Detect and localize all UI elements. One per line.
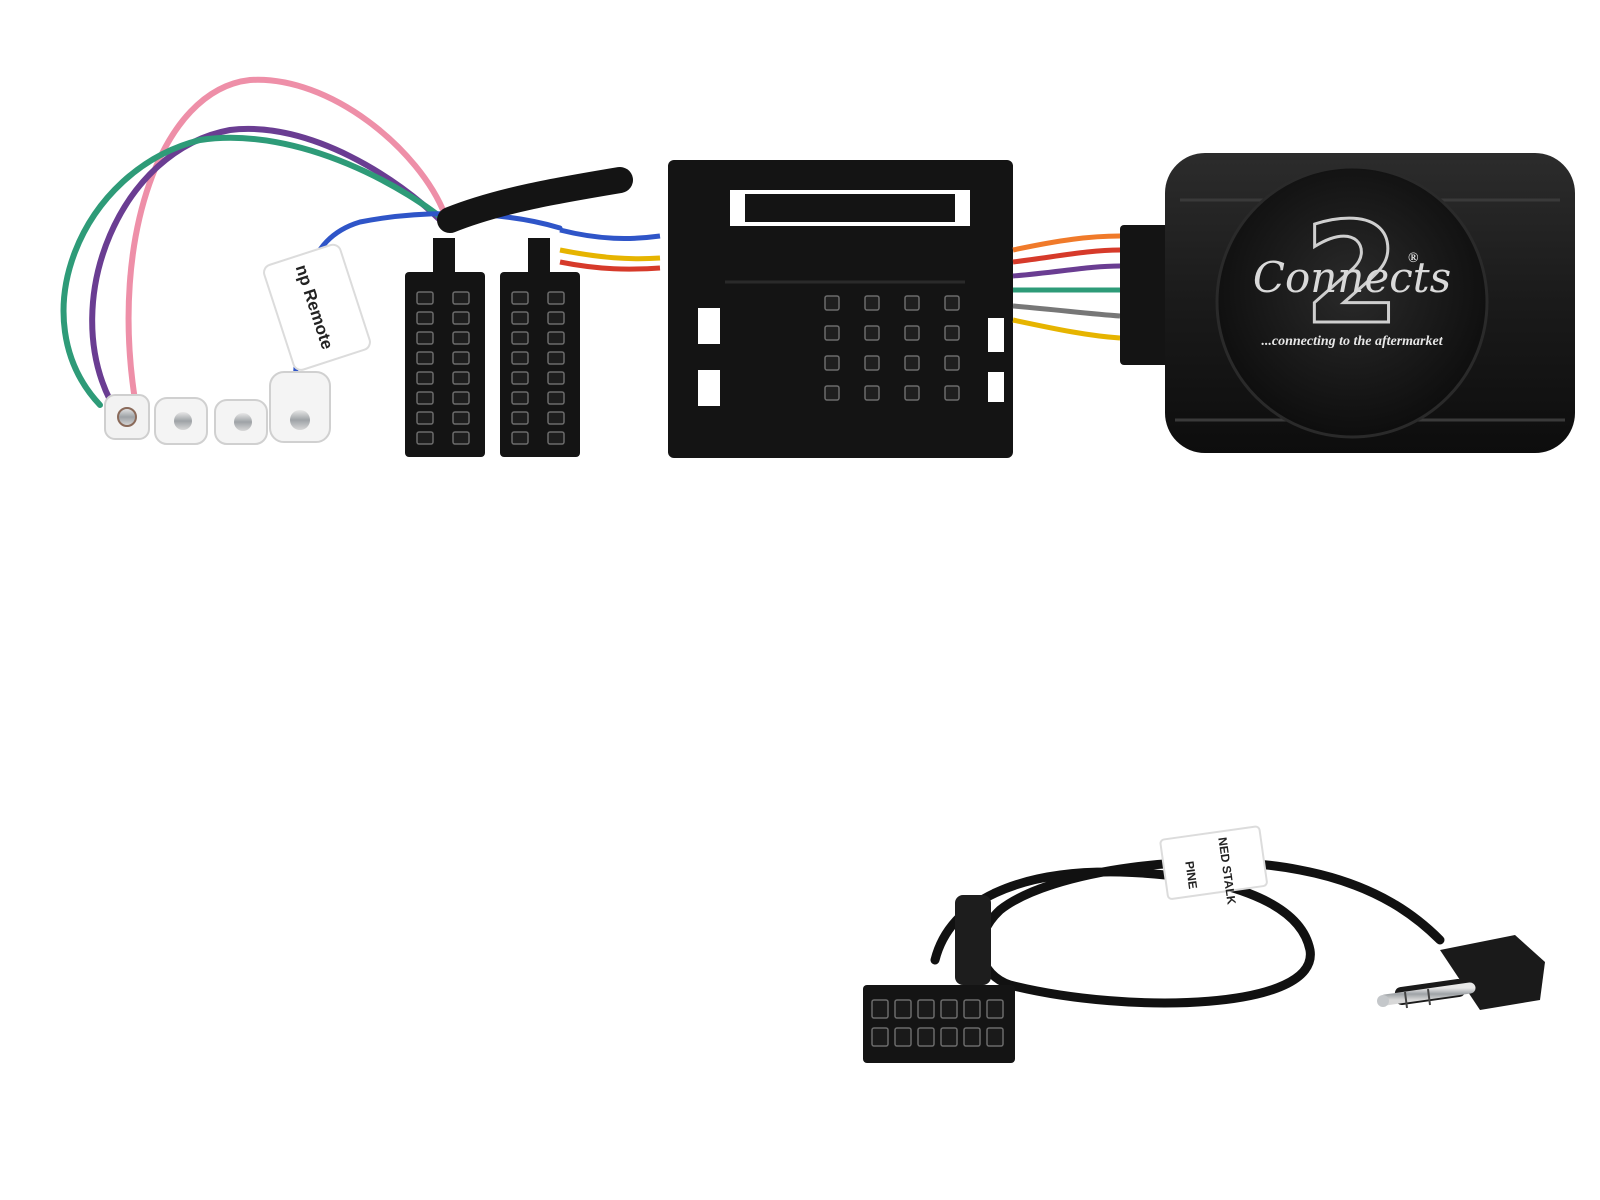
patch-tag-text-1: PINE bbox=[1182, 860, 1200, 890]
terminal bbox=[154, 397, 208, 445]
pin bbox=[904, 295, 920, 311]
pin bbox=[894, 1027, 912, 1047]
pin bbox=[871, 999, 889, 1019]
pin bbox=[547, 431, 565, 445]
pin bbox=[864, 355, 880, 371]
patch-cable bbox=[930, 857, 1445, 1008]
pin bbox=[511, 431, 529, 445]
pin bbox=[511, 291, 529, 305]
pin bbox=[986, 1027, 1004, 1047]
pin bbox=[416, 371, 434, 385]
brand-logo-wordmark: Connects bbox=[1253, 253, 1451, 302]
pin bbox=[963, 999, 981, 1019]
harness-label-tag: np Remote bbox=[263, 243, 371, 371]
pin bbox=[824, 295, 840, 311]
interface-wires bbox=[1012, 233, 1121, 341]
pin bbox=[547, 291, 565, 305]
iso-pins bbox=[416, 291, 565, 445]
pin bbox=[416, 391, 434, 405]
pin bbox=[452, 291, 470, 305]
patch-lead: PINE NED STALK bbox=[863, 825, 1545, 1063]
pin bbox=[416, 291, 434, 305]
pin bbox=[416, 311, 434, 325]
wire-purple bbox=[89, 125, 443, 403]
pin bbox=[547, 391, 565, 405]
brand-logo-registered: ® bbox=[1408, 251, 1419, 266]
pin bbox=[824, 385, 840, 401]
wire-green bbox=[60, 134, 453, 408]
pin bbox=[824, 355, 840, 371]
pin bbox=[452, 411, 470, 425]
pin bbox=[511, 351, 529, 365]
pin bbox=[904, 385, 920, 401]
pin bbox=[963, 1027, 981, 1047]
pin bbox=[452, 331, 470, 345]
terminal bbox=[214, 399, 268, 445]
wire-bundle bbox=[437, 167, 661, 272]
pin bbox=[917, 1027, 935, 1047]
pin bbox=[824, 325, 840, 341]
pin bbox=[452, 371, 470, 385]
pin bbox=[511, 331, 529, 345]
pin bbox=[940, 1027, 958, 1047]
pin bbox=[944, 295, 960, 311]
interface-box: 2 Connects ® ...connecting to the afterm… bbox=[1165, 153, 1575, 453]
pin bbox=[871, 1027, 889, 1047]
pin bbox=[894, 999, 912, 1019]
pin bbox=[452, 391, 470, 405]
pin bbox=[547, 411, 565, 425]
pin bbox=[547, 331, 565, 345]
interface-plug bbox=[1120, 225, 1172, 365]
quadlock-pins bbox=[824, 295, 960, 401]
patch-label-tag: PINE NED STALK bbox=[1159, 825, 1268, 906]
pin bbox=[416, 331, 434, 345]
pin bbox=[917, 999, 935, 1019]
pin bbox=[944, 325, 960, 341]
pin bbox=[864, 295, 880, 311]
brand-logo-tagline: ...connecting to the aftermarket bbox=[1261, 334, 1443, 349]
pin bbox=[986, 999, 1004, 1019]
pin bbox=[452, 351, 470, 365]
pin bbox=[511, 411, 529, 425]
pin bbox=[547, 351, 565, 365]
pin bbox=[511, 311, 529, 325]
wire-pink bbox=[125, 76, 448, 403]
quadlock-connector bbox=[668, 160, 1013, 458]
pin bbox=[904, 355, 920, 371]
pin bbox=[944, 355, 960, 371]
pin bbox=[940, 999, 958, 1019]
pin bbox=[864, 385, 880, 401]
terminal bbox=[104, 394, 150, 440]
pin bbox=[511, 371, 529, 385]
iso-connector-speaker bbox=[500, 238, 580, 457]
spade-terminals bbox=[104, 371, 331, 445]
patch-pins bbox=[871, 999, 1004, 1047]
pin bbox=[511, 391, 529, 405]
pin bbox=[416, 351, 434, 365]
pin bbox=[416, 431, 434, 445]
terminal bbox=[269, 371, 331, 443]
pin bbox=[452, 311, 470, 325]
pin bbox=[547, 371, 565, 385]
pin bbox=[547, 311, 565, 325]
jack-plug bbox=[1377, 935, 1545, 1010]
pin bbox=[416, 411, 434, 425]
iso-connector-power bbox=[405, 238, 485, 457]
pin bbox=[904, 325, 920, 341]
brand-logo-numeral: 2 bbox=[1303, 193, 1400, 356]
pin bbox=[452, 431, 470, 445]
pin bbox=[864, 325, 880, 341]
pin bbox=[944, 385, 960, 401]
